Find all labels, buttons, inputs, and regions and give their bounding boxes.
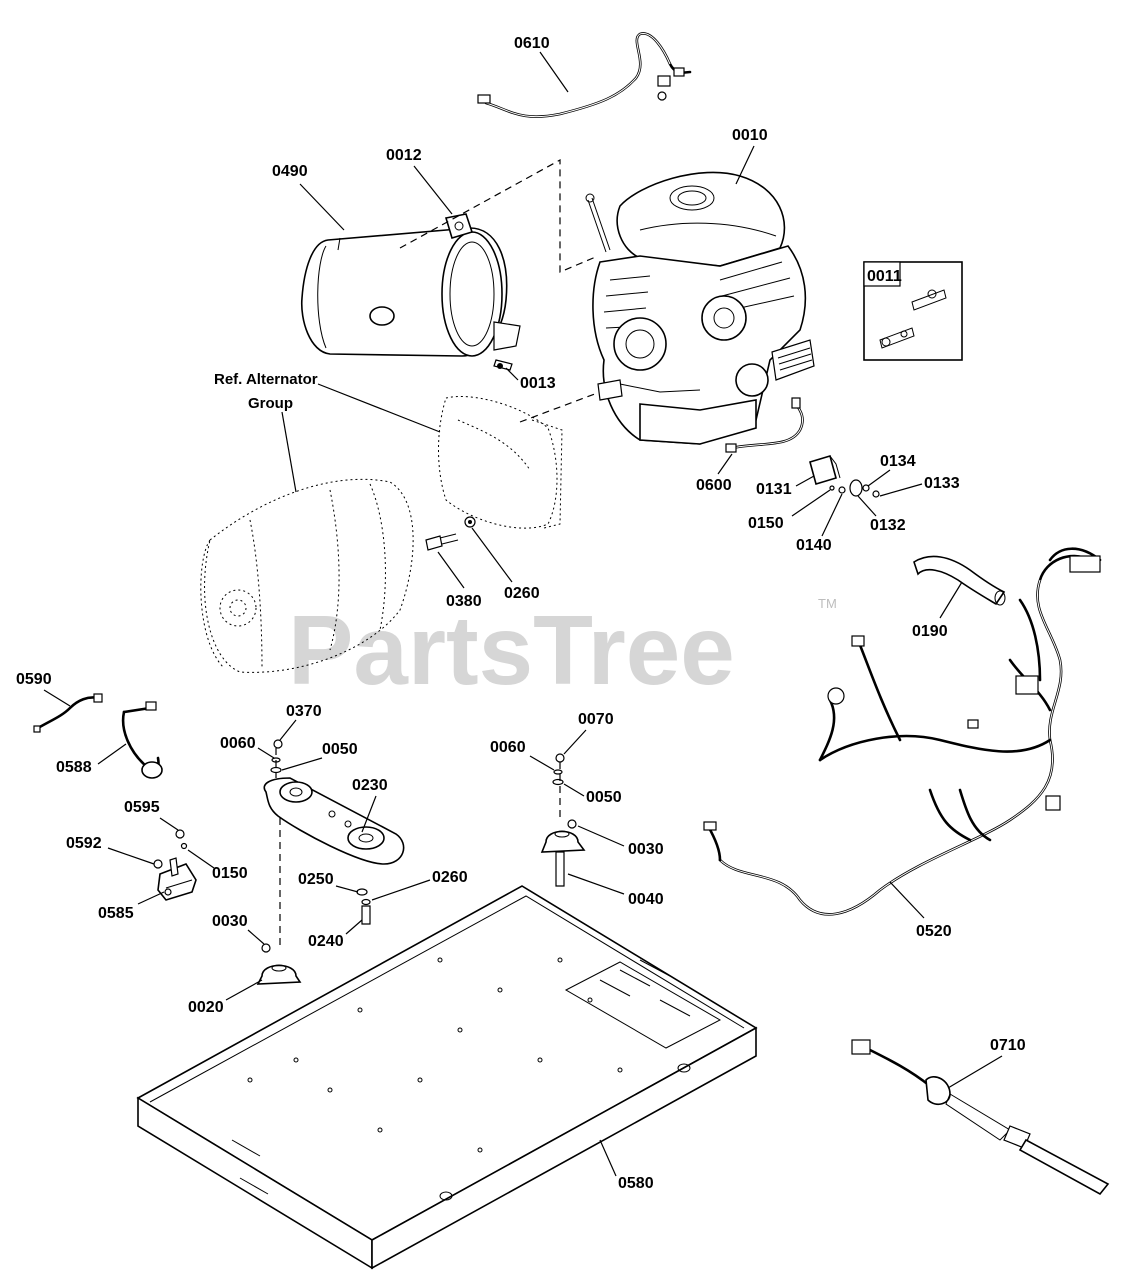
alternator-body <box>200 478 414 673</box>
part-0490-muffler[interactable] <box>300 227 521 357</box>
part-0150-washer-lower[interactable] <box>180 842 188 850</box>
watermark-text: PartsTree <box>288 595 735 705</box>
label-0595: 0595 <box>124 799 160 816</box>
alternator-adapter-housing <box>438 395 563 529</box>
label-0050-center: 0050 <box>586 789 622 806</box>
part-0590-wire[interactable] <box>33 693 103 733</box>
part-0131-bracket[interactable] <box>809 454 841 486</box>
label-0140: 0140 <box>796 537 832 554</box>
part-0070-bolt[interactable] <box>555 753 565 763</box>
part-0370-bolt[interactable] <box>273 739 283 749</box>
label-0190: 0190 <box>912 623 948 640</box>
label-0060-left: 0060 <box>220 735 256 752</box>
label-0030-lower: 0030 <box>212 913 248 930</box>
label-0710: 0710 <box>990 1037 1026 1054</box>
part-0230-mount-bar[interactable] <box>263 777 405 865</box>
label-0013: 0013 <box>520 375 556 392</box>
label-0592: 0592 <box>66 835 102 852</box>
part-0012-gasket[interactable] <box>444 213 474 239</box>
part-0260-washer-top[interactable] <box>464 516 476 528</box>
part-0520-wire-harness[interactable] <box>703 547 1102 916</box>
part-0250-washer[interactable] <box>356 888 368 896</box>
part-0060-washer-center[interactable] <box>553 769 563 775</box>
label-0260-lower: 0260 <box>432 869 468 886</box>
part-0030-isolator-center[interactable] <box>540 819 586 853</box>
part-0134-washer[interactable] <box>862 484 870 492</box>
label-0600: 0600 <box>696 477 732 494</box>
part-0011-inset[interactable] <box>863 261 963 361</box>
part-0040-stud[interactable] <box>555 851 565 887</box>
label-0040: 0040 <box>628 891 664 908</box>
label-0012: 0012 <box>386 147 422 164</box>
part-0133-nut[interactable] <box>872 490 880 498</box>
part-0592-screw[interactable] <box>153 859 163 869</box>
label-0250: 0250 <box>298 871 334 888</box>
part-0050-washer-center[interactable] <box>552 778 564 786</box>
part-0588-wire[interactable] <box>121 701 163 779</box>
label-0590: 0590 <box>16 671 52 688</box>
part-0380-bolt[interactable] <box>425 533 459 551</box>
label-0588: 0588 <box>56 759 92 776</box>
label-0020: 0020 <box>188 999 224 1016</box>
label-0490: 0490 <box>272 163 308 180</box>
label-0050-left: 0050 <box>322 741 358 758</box>
label-0070: 0070 <box>578 711 614 728</box>
label-0011: 0011 <box>867 268 902 285</box>
part-0595-screw[interactable] <box>175 829 185 839</box>
label-0150-top: 0150 <box>748 515 784 532</box>
ref-alternator-line1: Ref. Alternator <box>214 371 318 388</box>
label-0134: 0134 <box>880 453 916 470</box>
label-0520: 0520 <box>916 923 952 940</box>
part-0140-screw[interactable] <box>838 486 846 494</box>
label-0230: 0230 <box>352 777 388 794</box>
label-0131: 0131 <box>756 481 792 498</box>
label-0240: 0240 <box>308 933 344 950</box>
label-0580: 0580 <box>618 1175 654 1192</box>
part-0190-hose[interactable] <box>913 555 1006 606</box>
label-0132: 0132 <box>870 517 906 534</box>
label-0010: 0010 <box>732 127 768 144</box>
label-0150-lower: 0150 <box>212 865 248 882</box>
part-0020-isolator[interactable] <box>256 964 302 985</box>
part-0150-washer-top[interactable] <box>829 485 835 491</box>
label-0610: 0610 <box>514 35 550 52</box>
part-0260-washer-lower[interactable] <box>361 898 371 906</box>
part-0585-solenoid[interactable] <box>157 857 197 901</box>
part-0240-bolt[interactable] <box>361 905 371 925</box>
label-0060-center: 0060 <box>490 739 526 756</box>
part-0710-sensor[interactable] <box>851 1039 1110 1196</box>
label-0370: 0370 <box>286 703 322 720</box>
label-0030-center: 0030 <box>628 841 664 858</box>
label-0380: 0380 <box>446 593 482 610</box>
label-0133: 0133 <box>924 475 960 492</box>
label-0585: 0585 <box>98 905 134 922</box>
part-0010-engine[interactable] <box>585 171 815 445</box>
part-0030-nut-lower[interactable] <box>261 943 271 953</box>
part-0580-base-plate[interactable] <box>136 885 758 1270</box>
part-0013-screw[interactable] <box>493 359 513 371</box>
part-0610-wire[interactable] <box>477 32 692 118</box>
part-0600-cable[interactable] <box>725 397 804 453</box>
part-0132-grommet[interactable] <box>849 479 863 497</box>
part-0050-washer-left[interactable] <box>270 766 282 774</box>
label-0260-top: 0260 <box>504 585 540 602</box>
ref-alternator-line2: Group <box>248 395 293 412</box>
watermark-trademark: TM <box>818 596 837 611</box>
